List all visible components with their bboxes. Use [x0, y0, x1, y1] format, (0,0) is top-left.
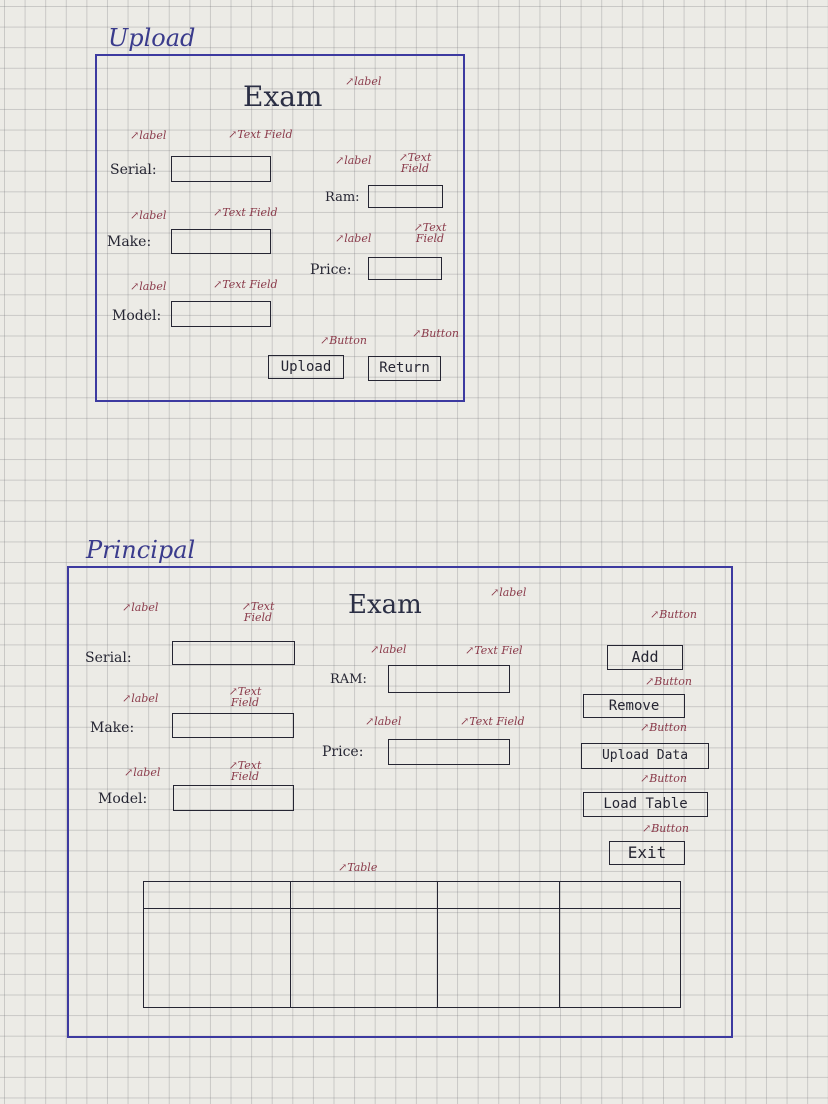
- principal-make-label-note: ↗label: [122, 692, 159, 705]
- upload-ram-field[interactable]: [368, 185, 443, 208]
- upload-model-label-note: ↗label: [130, 280, 167, 293]
- table-header-cell: [437, 881, 560, 909]
- exit-button-note: ↗Button: [642, 822, 689, 835]
- upload-ram-label: Ram:: [325, 190, 360, 205]
- principal-window-frame: [67, 566, 733, 1038]
- upload-data-button-note: ↗Button: [640, 721, 687, 734]
- principal-make-field-note: ↗Text Field: [228, 685, 262, 709]
- upload-model-label: Model:: [112, 308, 162, 324]
- remove-button-note: ↗Button: [645, 675, 692, 688]
- upload-price-label: Price:: [310, 262, 352, 278]
- principal-serial-label: Serial:: [85, 650, 132, 666]
- upload-ram-label-note: ↗label: [335, 154, 372, 167]
- upload-price-field[interactable]: [368, 257, 442, 280]
- principal-price-label: Price:: [322, 744, 364, 760]
- add-button-note: ↗Button: [650, 608, 697, 621]
- principal-price-field-note: ↗Text Field: [460, 715, 525, 728]
- principal-model-field-note: ↗Text Field: [228, 759, 262, 783]
- upload-model-field-note: ↗Text Field: [213, 278, 278, 291]
- upload-heading: Exam: [243, 80, 323, 113]
- upload-serial-field-note: ↗Text Field: [228, 128, 293, 141]
- upload-price-field-note: ↗Text Field: [413, 221, 447, 245]
- add-button[interactable]: Add: [607, 645, 683, 670]
- upload-button[interactable]: Upload: [268, 355, 344, 379]
- principal-ram-label: RAM:: [330, 672, 367, 687]
- upload-make-label: Make:: [107, 234, 152, 250]
- table-cell: [290, 908, 438, 1008]
- data-table[interactable]: [143, 881, 681, 1008]
- table-cell: [437, 908, 560, 1008]
- principal-ram-label-note: ↗label: [370, 643, 407, 656]
- principal-make-label: Make:: [90, 720, 135, 736]
- upload-price-label-note: ↗label: [335, 232, 372, 245]
- table-header-cell: [290, 881, 438, 909]
- principal-serial-label-note: ↗label: [122, 601, 159, 614]
- upload-ram-field-note: ↗Text Field: [398, 151, 432, 175]
- table-header-cell: [143, 881, 291, 909]
- principal-model-field[interactable]: [173, 785, 294, 811]
- upload-make-field-note: ↗Text Field: [213, 206, 278, 219]
- upload-make-field[interactable]: [171, 229, 271, 254]
- upload-model-field[interactable]: [171, 301, 271, 327]
- upload-serial-label-note: ↗label: [130, 129, 167, 142]
- table-row[interactable]: [143, 908, 681, 1008]
- principal-serial-field-note: ↗Text Field: [241, 600, 275, 624]
- upload-button-note: ↗Button: [320, 334, 367, 347]
- return-button[interactable]: Return: [368, 356, 441, 381]
- upload-make-label-note: ↗label: [130, 209, 167, 222]
- table-header-cell: [559, 881, 681, 909]
- table-cell: [559, 908, 681, 1008]
- principal-serial-field[interactable]: [172, 641, 295, 665]
- upload-serial-label: Serial:: [110, 162, 157, 178]
- upload-window-frame: [95, 54, 465, 402]
- principal-make-field[interactable]: [172, 713, 294, 738]
- principal-ram-field-note: ↗Text Fiel: [465, 644, 523, 657]
- upload-data-button[interactable]: Upload Data: [581, 743, 709, 769]
- load-table-button-note: ↗Button: [640, 772, 687, 785]
- principal-heading-note: ↗label: [490, 586, 527, 599]
- table-note: ↗Table: [338, 861, 378, 874]
- principal-screen-title: Principal: [86, 536, 196, 564]
- exit-button[interactable]: Exit: [609, 841, 685, 865]
- table-cell: [143, 908, 291, 1008]
- principal-model-label: Model:: [98, 791, 148, 807]
- principal-ram-field[interactable]: [388, 665, 510, 693]
- load-table-button[interactable]: Load Table: [583, 792, 708, 817]
- principal-heading: Exam: [348, 590, 422, 620]
- principal-model-label-note: ↗label: [124, 766, 161, 779]
- upload-heading-note: ↗label: [345, 75, 382, 88]
- table-header-row: [143, 881, 681, 909]
- upload-screen-title: Upload: [108, 24, 196, 52]
- upload-serial-field[interactable]: [171, 156, 271, 182]
- principal-price-field[interactable]: [388, 739, 510, 765]
- return-button-note: ↗Button: [412, 327, 459, 340]
- remove-button[interactable]: Remove: [583, 694, 685, 718]
- principal-price-label-note: ↗label: [365, 715, 402, 728]
